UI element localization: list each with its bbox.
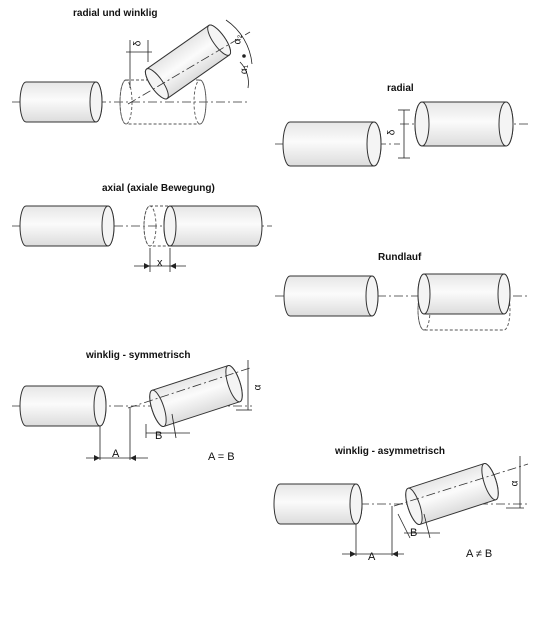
title-radial: radial bbox=[387, 83, 414, 94]
tilted-shaft bbox=[149, 364, 243, 428]
title-axial: axial (axiale Bewegung) bbox=[102, 183, 215, 194]
left-shaft bbox=[283, 275, 379, 317]
panel-winklig-asymmetrisch bbox=[273, 456, 529, 557]
label-A-asym: A bbox=[368, 551, 376, 563]
title-winklig-asymmetrisch: winklig - asymmetrisch bbox=[335, 446, 446, 457]
right-shaft bbox=[414, 101, 514, 147]
label-delta-rw: δ bbox=[132, 40, 144, 47]
right-shaft bbox=[163, 205, 263, 247]
tilted-shaft bbox=[405, 462, 499, 526]
panel-axial bbox=[12, 205, 272, 272]
tilted-shaft bbox=[144, 24, 232, 100]
label-A-sym: A bbox=[112, 448, 120, 460]
label-alpha-sym: α bbox=[252, 384, 264, 391]
panel-winklig-symmetrisch bbox=[12, 360, 252, 461]
title-radial-winklig: radial und winklig bbox=[73, 8, 158, 19]
label-x: x bbox=[157, 257, 163, 269]
left-shaft bbox=[19, 385, 107, 427]
relation-asym: A ≠ B bbox=[466, 548, 493, 560]
right-shaft bbox=[417, 273, 511, 315]
label-delta-radial: δ bbox=[386, 129, 398, 136]
title-rundlauf: Rundlauf bbox=[378, 252, 422, 263]
panel-rundlauf bbox=[275, 273, 528, 331]
left-shaft bbox=[282, 121, 382, 167]
label-alpha1: α₁ bbox=[239, 64, 251, 75]
title-winklig-symmetrisch: winklig - symmetrisch bbox=[86, 350, 191, 361]
label-B-sym: B bbox=[155, 430, 163, 442]
label-B-asym: B bbox=[410, 527, 418, 539]
label-alpha-asym: α bbox=[509, 480, 521, 487]
panel-radial bbox=[275, 101, 528, 167]
left-shaft bbox=[273, 483, 363, 525]
label-alpha2: α₂ bbox=[232, 34, 244, 45]
left-shaft bbox=[19, 205, 115, 247]
left-shaft bbox=[19, 81, 103, 123]
panel-radial-winklig bbox=[12, 19, 253, 125]
relation-sym: A = B bbox=[208, 451, 235, 463]
